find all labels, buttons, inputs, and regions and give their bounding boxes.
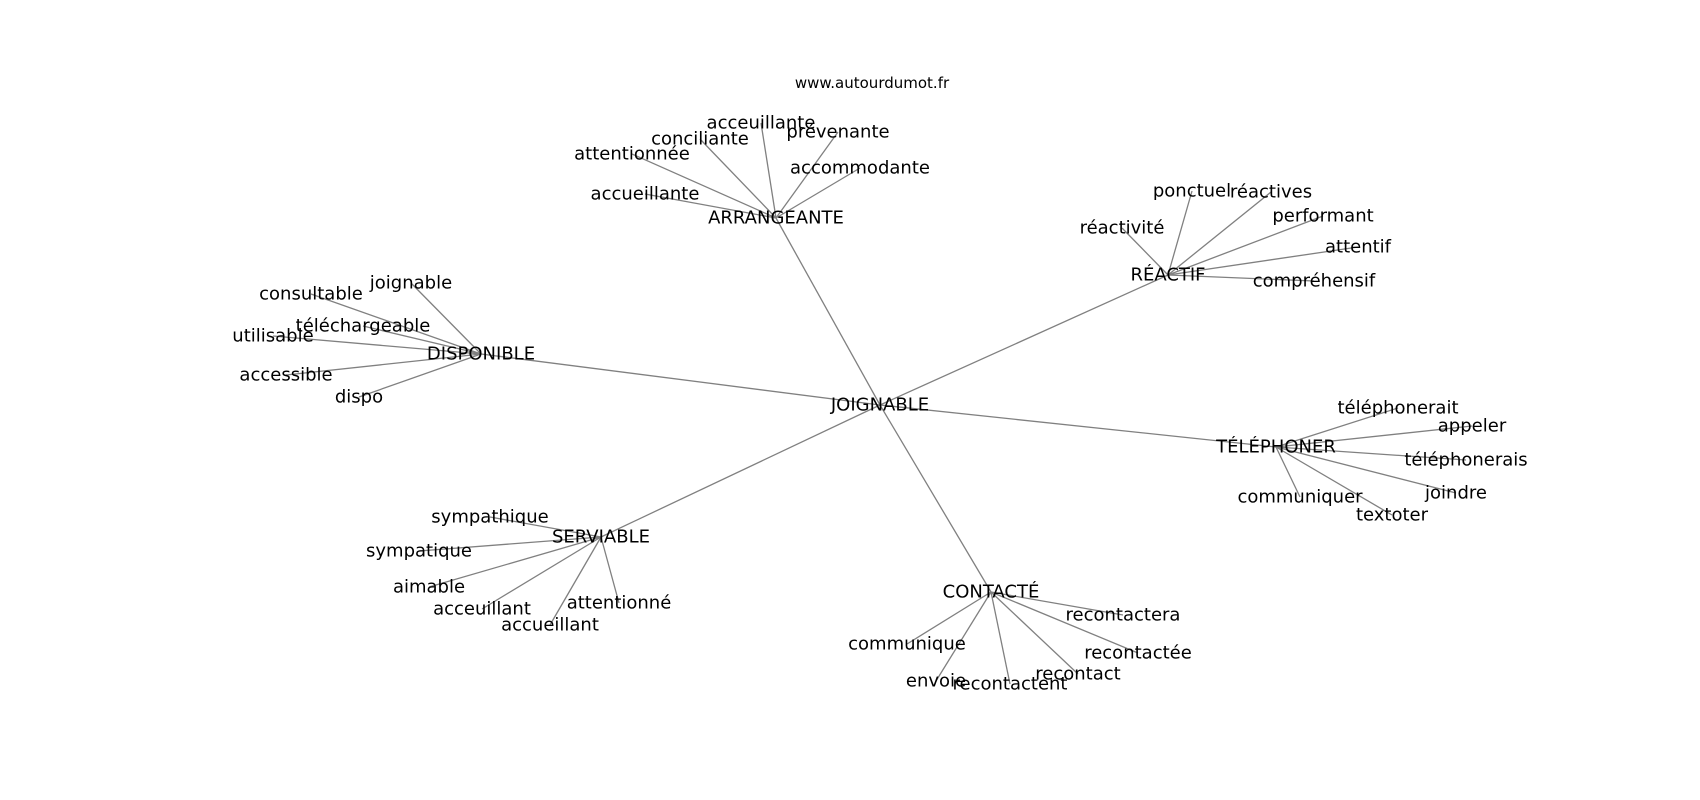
edge-reactif-ponctuel xyxy=(1167,190,1193,276)
edge-center-disponible xyxy=(480,353,881,406)
leaf-node-reactives: réactives xyxy=(1230,182,1312,203)
edge-serviable-aimable xyxy=(428,536,602,588)
edge-serviable-sympathique xyxy=(489,516,602,538)
leaf-node-reactivite: réactivité xyxy=(1080,218,1165,239)
source-url: www.autourdumot.fr xyxy=(795,74,950,92)
leaf-node-communiquer: communiquer xyxy=(1237,487,1363,508)
edge-reactif-reactivite xyxy=(1121,227,1169,276)
center-node-label: JOIGNABLE xyxy=(830,395,929,416)
edge-center-arrangeante xyxy=(775,217,881,406)
leaf-node-utilisable: utilisable xyxy=(232,326,313,347)
leaf-node-attentionnee: attentionnée xyxy=(574,144,690,165)
leaf-node-accueillant: accueillant xyxy=(501,615,599,636)
edge-arrangeante-prevenante xyxy=(775,131,839,219)
edge-telephoner-telephonerais xyxy=(1275,446,1467,461)
edge-contacte-recontactee xyxy=(990,591,1139,654)
edge-serviable-accueillant xyxy=(549,536,602,626)
edge-reactif-reactives xyxy=(1167,191,1272,276)
leaf-node-ponctuel: ponctuel xyxy=(1153,181,1231,202)
leaf-node-consultable: consultable xyxy=(259,284,363,305)
edge-telephoner-communiquer xyxy=(1275,446,1301,498)
hub-node-contacte: CONTACTÉ xyxy=(943,581,1040,603)
edge-telephoner-appeler xyxy=(1275,425,1473,448)
edge-center-serviable xyxy=(600,404,881,538)
leaf-node-joindre: joindre xyxy=(1424,483,1487,504)
edge-contacte-recontactera xyxy=(990,591,1124,616)
leaf-node-conciliante: conciliante xyxy=(651,129,749,150)
leaf-node-acceuillante: acceuillante xyxy=(707,113,816,134)
edge-center-contacte xyxy=(879,404,992,593)
edge-reactif-comprehensif xyxy=(1167,274,1315,282)
leaf-node-attentionne: attentionné xyxy=(567,593,672,614)
edge-telephoner-textoter xyxy=(1275,446,1393,516)
leaf-node-textoter: textoter xyxy=(1356,505,1429,526)
hub-node-disponible: DISPONIBLE xyxy=(427,344,535,365)
hub-node-telephoner: TÉLÉPHONER xyxy=(1215,436,1336,458)
leaf-node-recontactent: recontactent xyxy=(953,674,1068,695)
hub-node-serviable: SERVIABLE xyxy=(552,527,650,548)
edge-arrangeante-conciliante xyxy=(699,138,777,219)
leaf-node-sympathique: sympathique xyxy=(431,507,548,528)
edge-contacte-recontactent xyxy=(990,591,1011,685)
edge-telephoner-joindre xyxy=(1275,446,1457,494)
edge-reactif-performant xyxy=(1167,215,1324,276)
leaf-node-communique: communique xyxy=(848,634,966,655)
edge-arrangeante-attentionnee xyxy=(631,153,777,219)
edge-arrangeante-accommodante xyxy=(775,167,861,219)
leaf-node-telechargeable: téléchargeable xyxy=(296,316,431,337)
labels-layer: JOIGNABLE ARRANGEANTE acceuillanteconcilia… xyxy=(232,113,1527,695)
leaf-node-accueillante: accueillante xyxy=(591,184,700,205)
edge-disponible-joignable xyxy=(410,282,482,355)
leaf-node-prevenante: prévenante xyxy=(786,122,889,143)
edge-contacte-communique xyxy=(906,591,992,645)
leaf-node-recontactera: recontactera xyxy=(1066,605,1181,626)
edge-disponible-consultable xyxy=(310,293,482,355)
leaf-node-recontact: recontact xyxy=(1035,664,1120,685)
leaf-node-performant: performant xyxy=(1272,206,1373,227)
leaf-node-envoie: envoie xyxy=(906,671,966,692)
edge-disponible-utilisable xyxy=(272,335,482,355)
edge-disponible-dispo xyxy=(358,353,482,398)
leaf-node-telephonerait: téléphonerait xyxy=(1337,398,1458,419)
leaf-node-attentif: attentif xyxy=(1325,237,1392,258)
edge-disponible-accessible xyxy=(285,353,482,376)
edge-contacte-recontact xyxy=(990,591,1079,675)
edge-serviable-acceuillant xyxy=(481,536,602,610)
leaf-node-accommodante: accommodante xyxy=(790,158,930,179)
edge-serviable-attentionne xyxy=(600,536,620,604)
leaf-node-telephonerais: téléphonerais xyxy=(1404,450,1527,471)
edge-telephoner-telephonerait xyxy=(1275,407,1399,448)
hub-node-reactif: RÉACTIF xyxy=(1130,264,1205,286)
leaf-node-appeler: appeler xyxy=(1438,416,1507,437)
edge-reactif-attentif xyxy=(1167,246,1359,276)
leaf-node-sympatique: sympatique xyxy=(366,541,472,562)
edge-center-reactif xyxy=(879,274,1169,406)
edge-contacte-envoie xyxy=(935,591,992,682)
leaf-node-dispo: dispo xyxy=(335,387,383,408)
leaf-node-aimable: aimable xyxy=(393,577,465,598)
edge-center-telephoner xyxy=(879,404,1277,448)
edges-layer xyxy=(272,122,1473,685)
leaf-node-comprehensif: compréhensif xyxy=(1253,271,1376,292)
edge-arrangeante-acceuillante xyxy=(760,122,777,219)
edge-arrangeante-accueillante xyxy=(644,193,777,219)
edge-serviable-sympatique xyxy=(418,536,602,552)
leaf-node-recontactee: recontactée xyxy=(1084,643,1192,664)
leaf-node-accessible: accessible xyxy=(239,365,332,386)
leaf-node-acceuillant: acceuillant xyxy=(433,599,531,620)
leaf-node-joignable: joignable xyxy=(369,273,452,294)
hub-node-arrangeante: ARRANGEANTE xyxy=(708,208,844,229)
edge-disponible-telechargeable xyxy=(362,325,482,355)
